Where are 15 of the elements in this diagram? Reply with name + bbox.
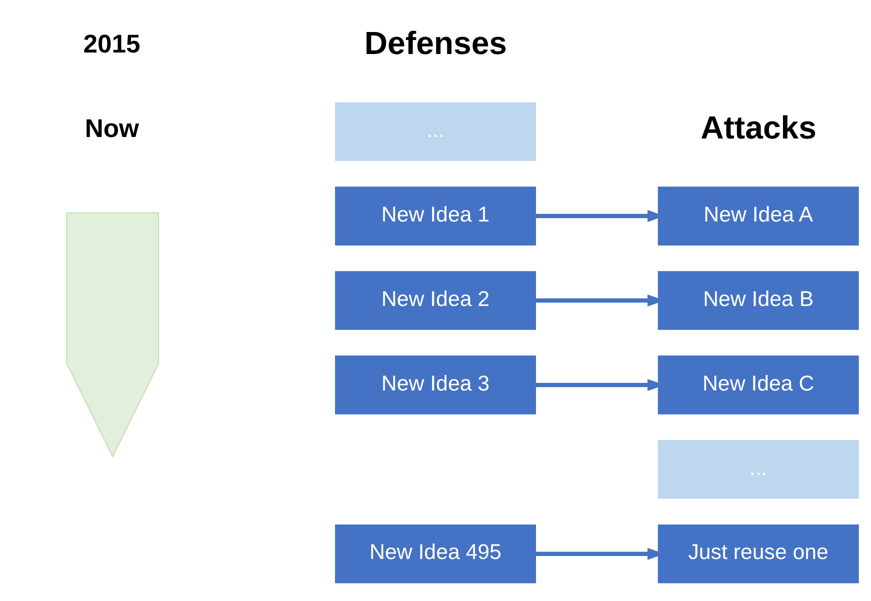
- node-box: ...: [335, 102, 536, 161]
- node-box: New Idea 3: [335, 356, 536, 414]
- label: Now: [84, 115, 139, 144]
- node-arrow: [66, 212, 160, 458]
- node-box: New Idea 495: [335, 524, 536, 584]
- node-box: Just reuse one: [658, 524, 859, 584]
- node-box: New Idea A: [658, 186, 859, 246]
- label: Attacks: [700, 110, 816, 146]
- label: Defenses: [364, 25, 507, 62]
- node-box: New Idea B: [658, 271, 859, 330]
- node-box: New Idea 2: [335, 271, 536, 330]
- node-box: New Idea 1: [335, 186, 536, 246]
- label: 2015: [83, 30, 140, 59]
- node-box: ...: [658, 440, 859, 499]
- node-box: New Idea C: [658, 356, 859, 414]
